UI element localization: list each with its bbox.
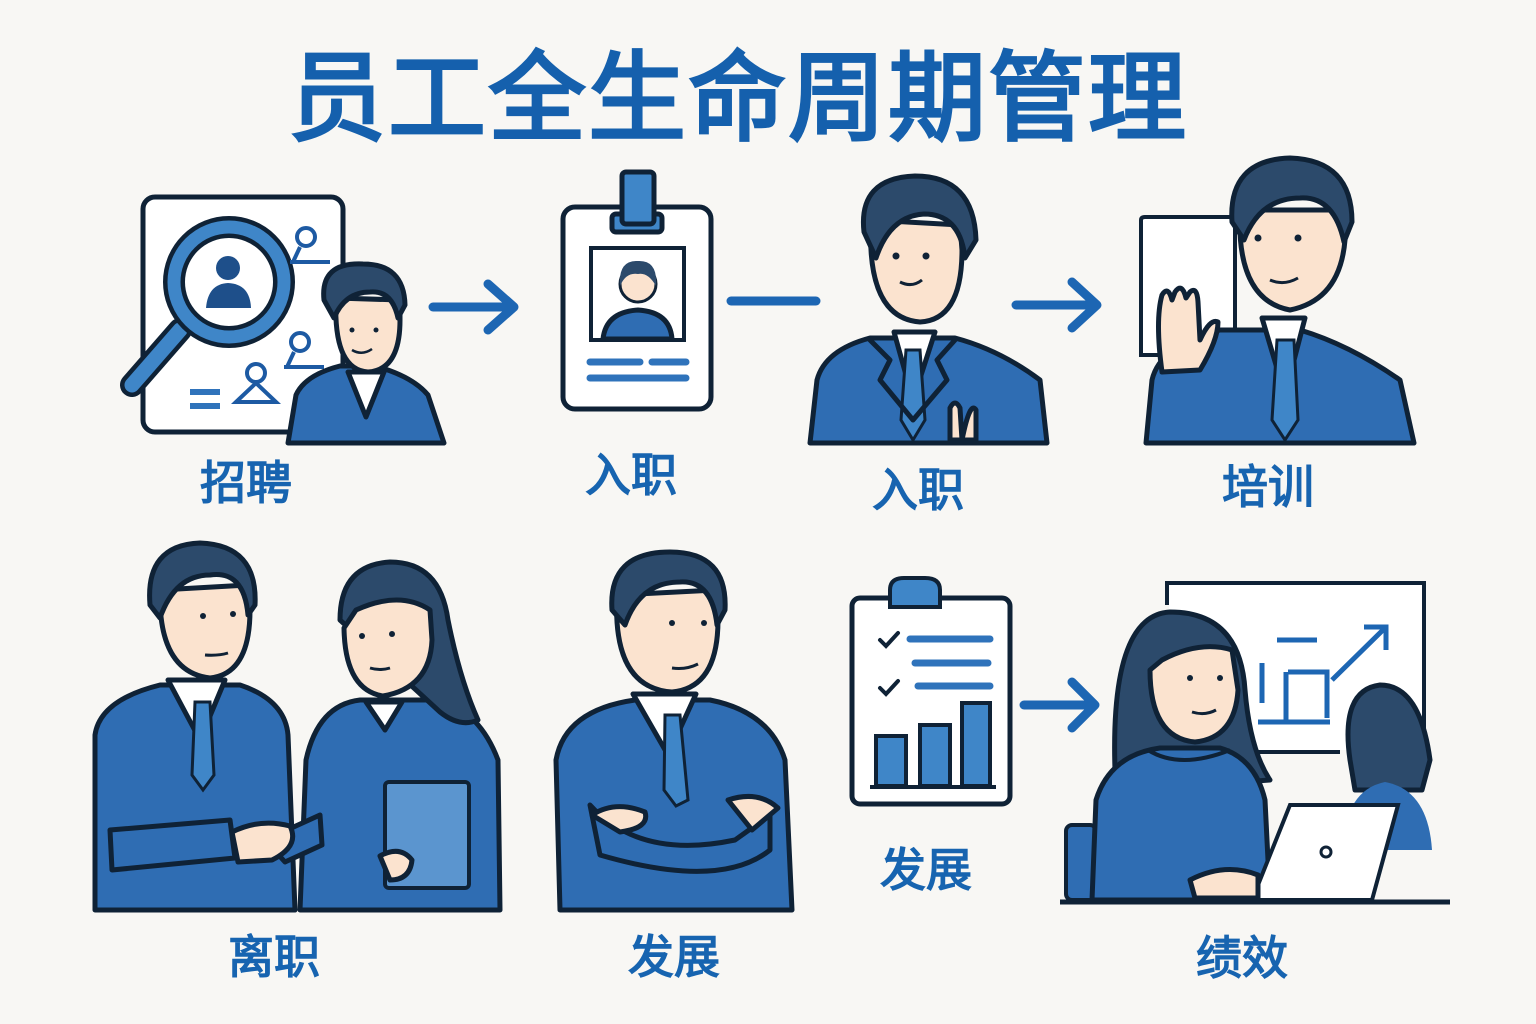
stage-label-training: 培训 [1222,460,1314,514]
id-badge-icon [560,169,714,412]
recruiter-person [285,261,447,446]
stage-label-offboarding: 离职 [228,930,320,984]
performance-illustration [1060,581,1450,905]
arms-crossed-illustration [553,549,795,913]
handshake-illustration [92,540,503,913]
arrow-right-icon [1011,277,1102,333]
stage-label-onboarding-badge: 入职 [585,448,677,502]
arrow-right-icon [428,279,519,335]
stage-label-development-person: 发展 [628,930,720,984]
training-illustration [1139,155,1417,446]
recruitment-illustration [120,194,447,446]
clipboard-chart-icon [849,576,1013,807]
candidate-icons [190,226,330,409]
arrow-right-icon [1019,677,1100,733]
stage-label-development-report: 发展 [880,843,972,897]
stage-label-onboarding-person: 入职 [872,463,964,517]
magnifier-icon [120,216,295,397]
laptop-icon [1249,803,1401,902]
employee-illustration [807,173,1050,446]
stage-label-recruitment: 招聘 [200,456,292,510]
stage-label-performance: 绩效 [1196,931,1288,985]
presentation-board-icon [1165,581,1426,752]
page-title: 员工全生命周期管理 [288,42,1189,156]
raised-hand-icon [1156,285,1221,375]
